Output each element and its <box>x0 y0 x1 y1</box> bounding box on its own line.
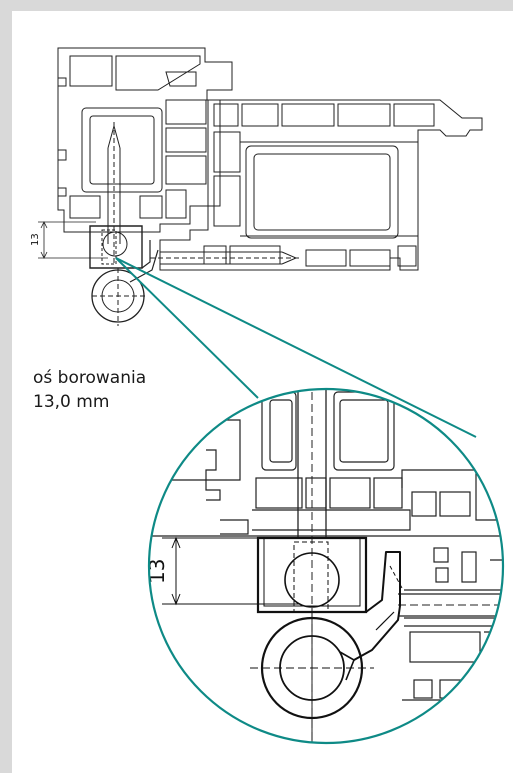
frame-left-border <box>0 0 12 773</box>
overview-vertical-drill <box>107 122 121 266</box>
caption-line-1: oś borowania <box>33 368 147 388</box>
caption-line-2: 13,0 mm <box>33 392 110 412</box>
overview-dimension <box>38 221 108 259</box>
drilling-axis-caption: oś borowania 13,0 mm <box>33 366 146 414</box>
detail-dimension <box>162 536 300 606</box>
magnifier-connector <box>115 257 477 438</box>
overview-hinge <box>89 225 159 326</box>
detail-hinge <box>250 536 403 740</box>
profile-overview <box>57 47 483 271</box>
frame-top-border <box>0 0 513 11</box>
overview-horizontal-drill <box>150 251 300 265</box>
small-dimension-label: 13 <box>30 233 41 246</box>
magnifier-circle <box>147 387 505 745</box>
